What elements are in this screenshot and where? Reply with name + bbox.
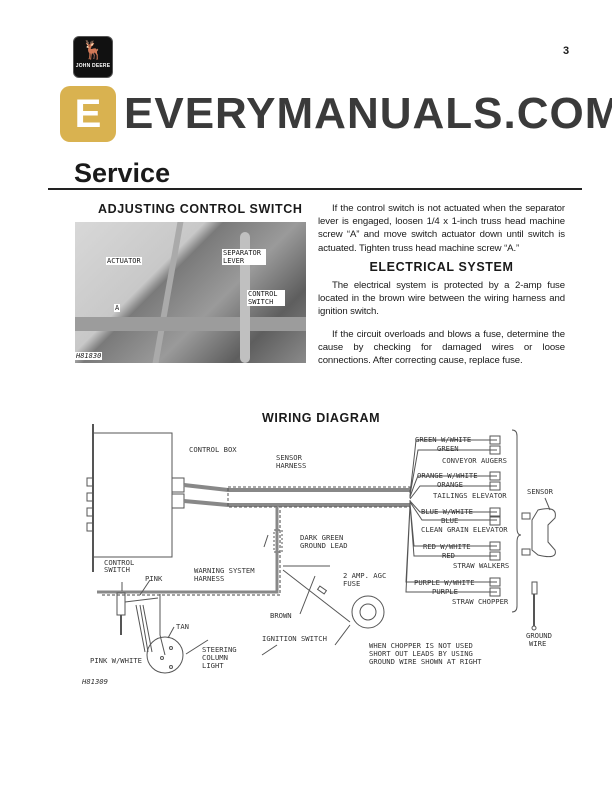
label-control-switch: SWITCH [104, 565, 130, 574]
label-fuse: 2 AMP. AGC [343, 571, 386, 580]
label-orange-white: ORANGE W/WHITE [417, 471, 478, 480]
label-sensor: SENSOR [527, 487, 554, 496]
label-straw-chopper: STRAW CHOPPER [452, 597, 509, 606]
label-sensor-harness: SENSOR [276, 453, 303, 462]
ignition-switch [351, 595, 385, 629]
wiring-diagram: CONTROL BOX SENSOR HARNESS GREEN W/WHITE… [81, 424, 556, 686]
label-conveyor-augers: CONVEYOR AUGERS [442, 456, 507, 465]
electrical-heading: ELECTRICAL SYSTEM [369, 259, 514, 274]
steering-column-light [146, 636, 184, 674]
electrical-paragraph-1: The electrical system is protected by a … [318, 280, 565, 318]
chopper-note: WHEN CHOPPER IS NOT USED [369, 641, 473, 650]
diagram-labels: CONTROL BOX SENSOR HARNESS GREEN W/WHITE… [81, 435, 554, 686]
adjusting-paragraph: If the control switch is not actuated wh… [318, 203, 565, 254]
label-tailings-elevator: TAILINGS ELEVATOR [433, 491, 507, 500]
brace [511, 429, 522, 613]
diagram-code: H81309 [81, 677, 108, 686]
photo-label-a: A [114, 304, 121, 312]
chopper-note: GROUND WIRE SHOWN AT RIGHT [369, 657, 482, 666]
control-switch [116, 592, 126, 616]
photo-label-actuator: ACTUATOR [106, 257, 142, 265]
adjusting-heading: ADJUSTING CONTROL SWITCH [98, 202, 303, 216]
label-straw-walkers: STRAW WALKERS [453, 561, 509, 570]
label-fuse: FUSE [343, 579, 360, 588]
label-warning-harness: HARNESS [194, 574, 224, 583]
label-purple: PURPLE [432, 587, 458, 596]
photo-label-control-switch: CONTROL SWITCH [247, 290, 285, 306]
watermark-logo: E [60, 86, 116, 142]
label-steering-column-light: COLUMN [202, 653, 228, 662]
label-brown: BROWN [270, 611, 292, 620]
label-ground-wire: WIRE [529, 639, 546, 648]
label-green-white: GREEN W/WHITE [415, 435, 471, 444]
label-sensor-harness: HARNESS [276, 461, 306, 470]
ground-wire-plug [531, 581, 538, 595]
label-dark-green-ground-lead: DARK GREEN [300, 533, 343, 542]
photo-code: H81830 [75, 352, 103, 360]
label-ignition-switch: IGNITION SWITCH [262, 634, 327, 643]
label-steering-column-light: STEERING [202, 645, 237, 654]
john-deere-logo: 🦌 JOHN DEERE [73, 36, 113, 78]
label-orange: ORANGE [437, 480, 463, 489]
label-steering-column-light: LIGHT [202, 661, 224, 670]
page-title: Service [74, 158, 171, 188]
label-blue-white: BLUE W/WHITE [421, 507, 473, 516]
sensor-device [531, 508, 556, 558]
deer-icon: 🦌 [81, 40, 105, 60]
right-column: If the control switch is not actuated wh… [318, 202, 565, 367]
page-number: 3 [563, 45, 570, 57]
title-rule [48, 188, 582, 190]
label-pink: PINK [145, 574, 163, 583]
label-blue: BLUE [441, 516, 458, 525]
label-clean-grain-elevator: CLEAN GRAIN ELEVATOR [421, 525, 508, 534]
watermark-text: EVERYMANUALS.COM [124, 89, 612, 138]
logo-text: JOHN DEERE [75, 63, 111, 69]
chopper-note: SHORT OUT LEADS BY USING [369, 649, 473, 658]
photo-label-separator-lever: SEPARATOR LEVER [222, 249, 266, 265]
label-dark-green-ground-lead: GROUND LEAD [300, 541, 348, 550]
label-warning-harness: WARNING SYSTEM [194, 566, 255, 575]
wiring-heading: WIRING DIAGRAM [262, 411, 381, 425]
electrical-paragraph-2: If the circuit overloads and blows a fus… [318, 328, 565, 367]
label-pink-white: PINK W/WHITE [90, 656, 142, 665]
label-red: RED [442, 551, 455, 560]
label-tan: TAN [176, 622, 189, 631]
label-control-box: CONTROL BOX [189, 445, 237, 454]
label-control-switch: CONTROL [104, 558, 134, 567]
watermark: E EVERYMANUALS.COM [60, 84, 612, 146]
control-box [92, 432, 173, 558]
control-switch-photo: ACTUATOR A SEPARATOR LEVER CONTROL SWITC… [75, 222, 306, 363]
label-green: GREEN [437, 444, 459, 453]
label-red-white: RED W/WHITE [423, 542, 471, 551]
label-ground-wire: GROUND [526, 631, 552, 640]
label-purple-white: PURPLE W/WHITE [414, 578, 475, 587]
